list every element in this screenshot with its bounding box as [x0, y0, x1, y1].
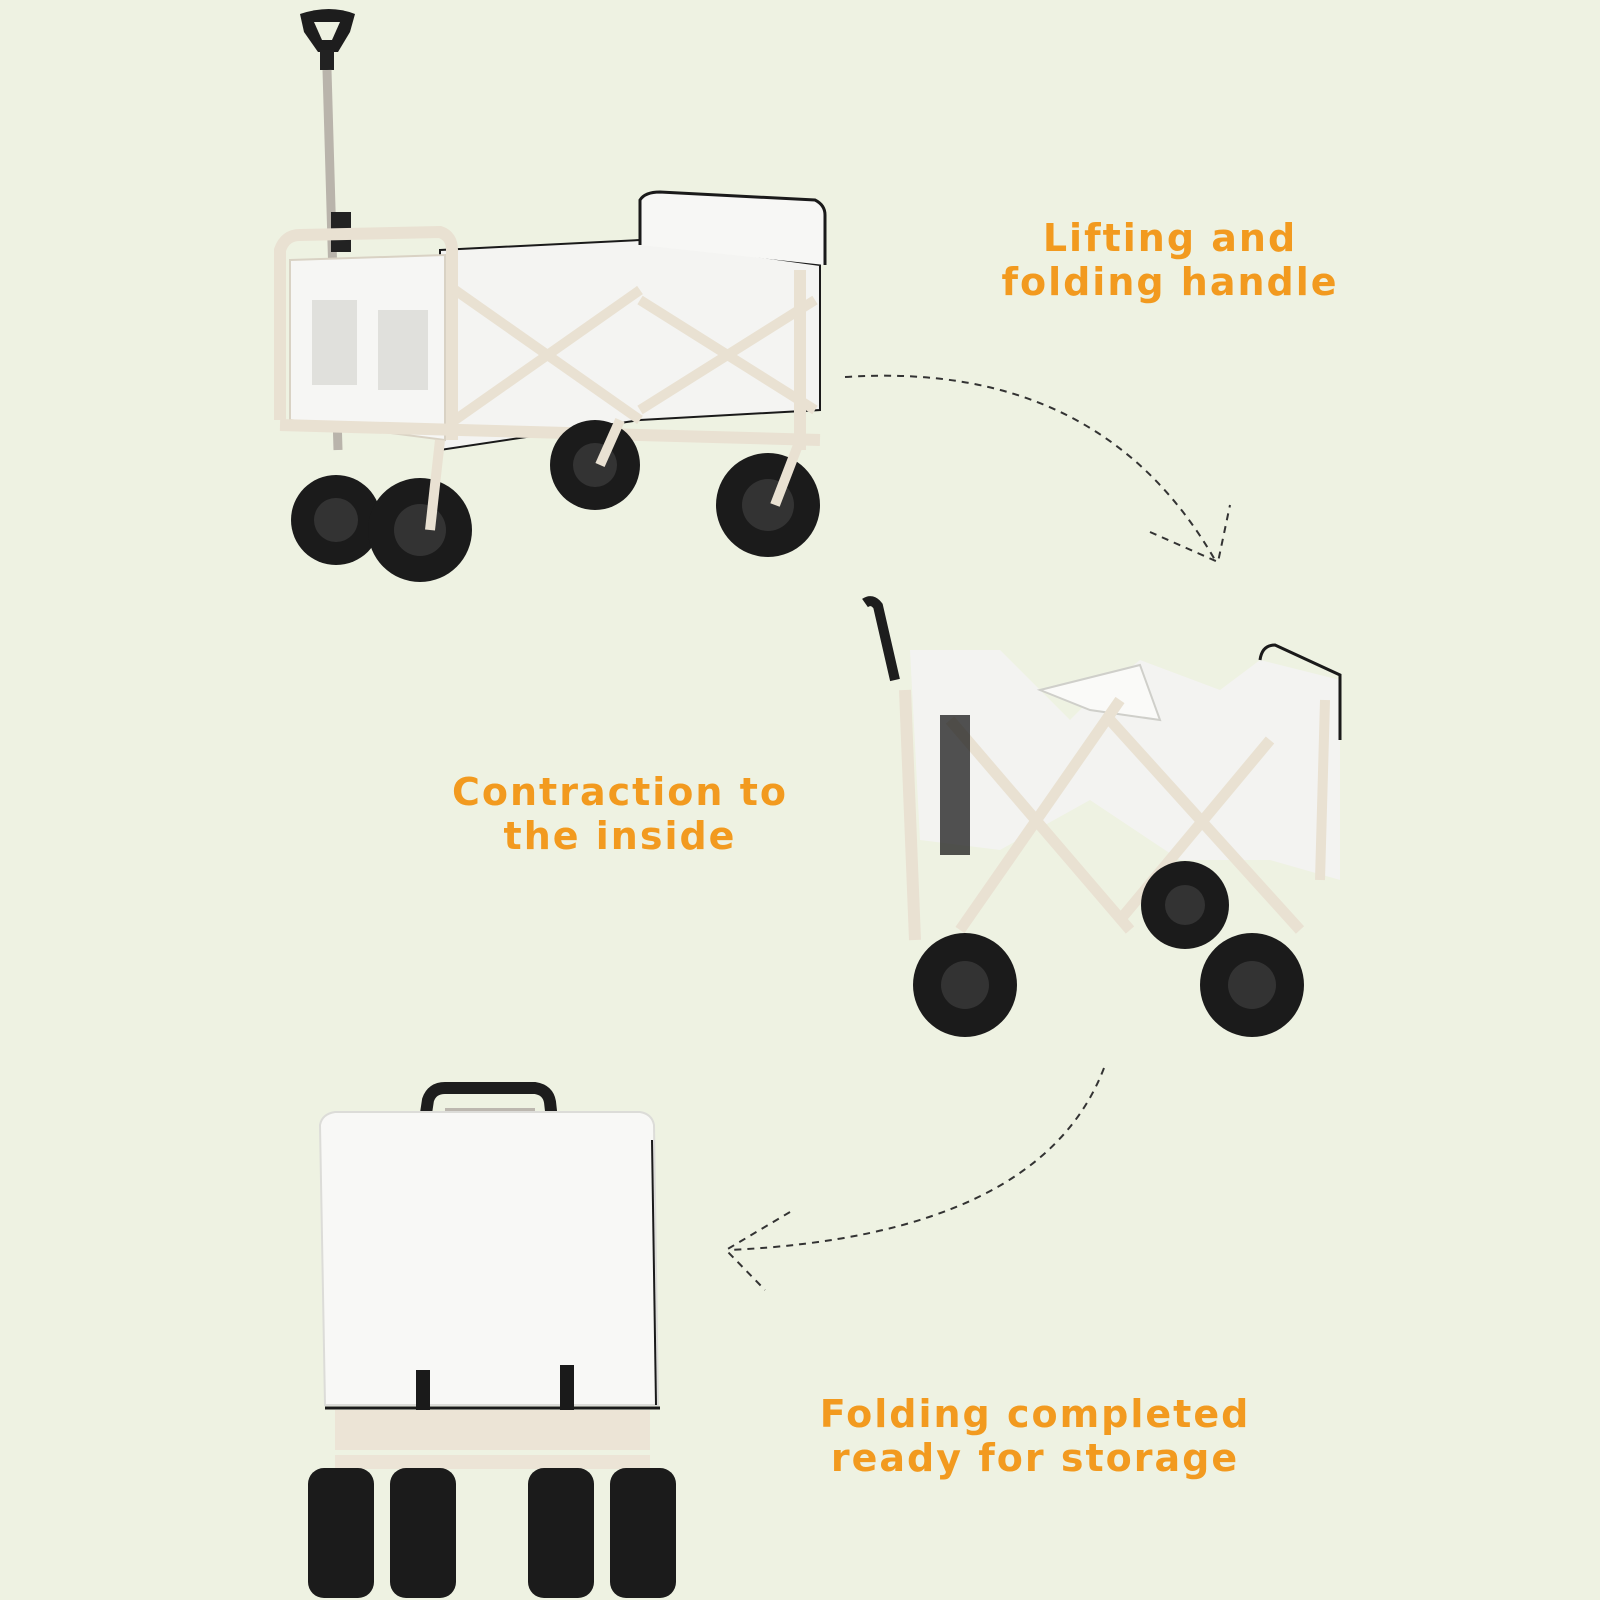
step-1-line-1: Lifting and [1042, 216, 1298, 260]
unfolded-wagon-image [274, 9, 827, 582]
contracting-wagon-image [862, 596, 1342, 1037]
folded-wagon-image [308, 1082, 676, 1598]
step-3-line-1: Folding completed [819, 1392, 1251, 1436]
step-2-caption: Contraction to the inside [430, 770, 810, 858]
step-3-line-2: ready for storage [830, 1436, 1240, 1480]
step-1-caption: Lifting and folding handle [960, 216, 1380, 304]
wagon-body [274, 190, 827, 452]
flow-arrows [724, 374, 1231, 1291]
step-2-line-1: Contraction to [452, 770, 788, 814]
step-2-line-2: the inside [503, 814, 737, 858]
wheels [291, 417, 820, 582]
step-1-line-2: folding handle [1001, 260, 1339, 304]
step-3-caption: Folding completed ready for storage [800, 1392, 1270, 1480]
